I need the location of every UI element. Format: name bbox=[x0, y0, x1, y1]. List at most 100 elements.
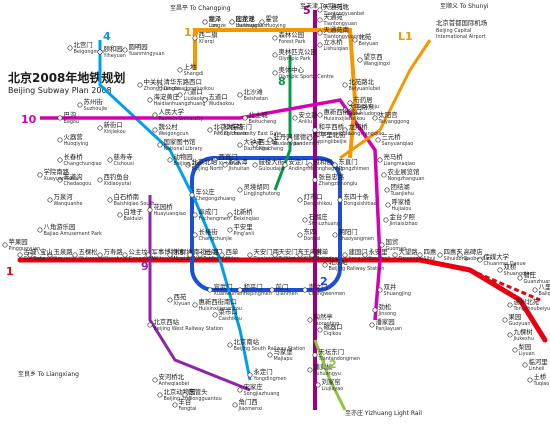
station-dot[interactable] bbox=[317, 7, 323, 13]
station-dot[interactable] bbox=[312, 352, 318, 358]
station-dot[interactable] bbox=[252, 142, 258, 148]
station-dot[interactable] bbox=[207, 287, 213, 293]
station-dot[interactable] bbox=[147, 97, 153, 103]
station-dot[interactable] bbox=[167, 157, 173, 163]
station-dot[interactable] bbox=[381, 172, 387, 178]
station-dot[interactable] bbox=[312, 127, 318, 133]
station-dot[interactable] bbox=[512, 347, 518, 353]
station-dot[interactable] bbox=[47, 197, 53, 203]
station-dot[interactable] bbox=[37, 227, 43, 233]
station-dot[interactable] bbox=[307, 135, 313, 141]
station-dot[interactable] bbox=[297, 232, 303, 238]
station-dot[interactable] bbox=[342, 127, 348, 133]
station-dot[interactable] bbox=[272, 252, 278, 258]
station-dot[interactable] bbox=[172, 402, 178, 408]
station-dot[interactable] bbox=[477, 257, 483, 263]
station-dot[interactable] bbox=[207, 127, 213, 133]
station-dot[interactable] bbox=[532, 287, 538, 293]
station-dot[interactable] bbox=[522, 362, 528, 368]
station-dot[interactable] bbox=[292, 115, 298, 121]
station-dot[interactable] bbox=[107, 157, 113, 163]
station-dot[interactable] bbox=[177, 92, 183, 98]
station-dot[interactable] bbox=[237, 92, 243, 98]
station-dot[interactable] bbox=[437, 252, 443, 258]
station-dot[interactable] bbox=[222, 162, 228, 168]
station-dot[interactable] bbox=[57, 157, 63, 163]
station-dot[interactable] bbox=[332, 162, 338, 168]
station-dot[interactable] bbox=[97, 177, 103, 183]
station-dot[interactable] bbox=[232, 402, 238, 408]
station-dot[interactable] bbox=[307, 317, 313, 323]
station-dot[interactable] bbox=[497, 267, 503, 273]
station-dot[interactable] bbox=[372, 307, 378, 313]
station-dot[interactable] bbox=[302, 287, 308, 293]
station-dot[interactable] bbox=[242, 115, 248, 121]
station-dot[interactable] bbox=[147, 207, 153, 213]
station-dot[interactable] bbox=[357, 57, 363, 63]
station-dot[interactable] bbox=[2, 242, 8, 248]
station-dot[interactable] bbox=[282, 162, 288, 168]
station-dot[interactable] bbox=[182, 392, 188, 398]
station-dot[interactable] bbox=[47, 252, 53, 258]
station[interactable]: 通州北苑Tongzhoubeiyuan bbox=[507, 297, 550, 312]
station-dot[interactable] bbox=[197, 252, 203, 258]
station-dot[interactable] bbox=[375, 137, 381, 143]
station-dot[interactable] bbox=[287, 137, 293, 143]
station-dot[interactable] bbox=[247, 372, 253, 378]
station-dot[interactable] bbox=[307, 367, 313, 373]
station-dot[interactable] bbox=[117, 212, 123, 218]
station-dot[interactable] bbox=[309, 252, 315, 258]
station-dot[interactable] bbox=[259, 19, 265, 25]
station-dot[interactable] bbox=[297, 197, 303, 203]
station-dot[interactable] bbox=[67, 45, 73, 51]
station-dot[interactable] bbox=[122, 252, 128, 258]
station-dot[interactable] bbox=[97, 125, 103, 131]
station-dot[interactable] bbox=[122, 47, 128, 53]
